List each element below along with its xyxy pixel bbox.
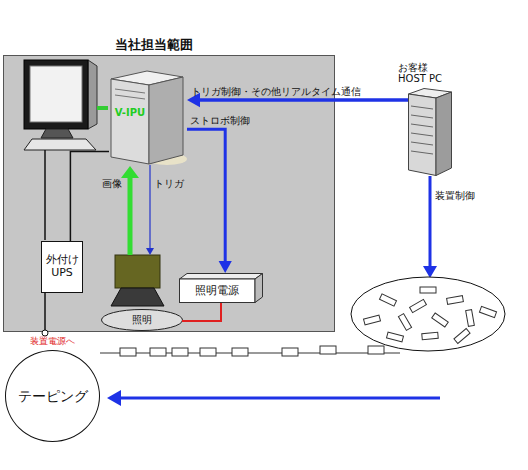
connector — [70, 151, 109, 241]
conveyor-part — [150, 348, 166, 356]
monitor-side — [88, 60, 97, 129]
host-server: お客様 HOST PC — [408, 88, 452, 176]
power-wire — [44, 292, 46, 330]
conveyor-part — [368, 346, 384, 354]
arrowhead — [219, 261, 232, 273]
conveyor-part — [232, 348, 248, 356]
ring-outline — [102, 310, 183, 331]
note-text: 装置電源へ — [30, 337, 75, 347]
chip-part — [432, 313, 449, 327]
power-wire — [44, 150, 46, 240]
monitor-stand — [41, 129, 73, 138]
chip-part — [363, 315, 380, 325]
video-cable — [97, 106, 108, 110]
conveyor-part — [200, 348, 216, 356]
chip-part — [454, 329, 470, 344]
control-arrow — [429, 176, 432, 268]
chip-part — [466, 310, 475, 327]
chip-part — [422, 332, 438, 339]
taping-circle: テーピング — [5, 350, 100, 442]
flow-arrowhead — [107, 390, 121, 406]
server-front — [409, 94, 437, 176]
conveyor-line — [100, 352, 400, 354]
camera-body — [115, 255, 160, 288]
edge-label: トリガ制御・その他リアルタイム通信 — [191, 86, 361, 97]
server-bay — [411, 124, 433, 127]
ring-light: 照明 — [101, 309, 183, 331]
box-side — [255, 274, 263, 303]
drive-bay — [115, 95, 145, 99]
monitor-screen — [30, 66, 82, 122]
chip-part — [379, 294, 396, 306]
connector-line — [197, 98, 408, 102]
conveyor-part — [120, 348, 136, 356]
trigger-arrow — [149, 165, 150, 249]
power-plug — [42, 330, 48, 336]
node-text: 照明 — [101, 309, 183, 331]
chip-part — [420, 287, 436, 293]
node-text: 当社担当範囲 — [4, 36, 304, 54]
signal-name: トリガ — [154, 178, 184, 189]
parts-feeder — [351, 277, 505, 351]
connector-line — [182, 303, 221, 321]
server-bay — [411, 133, 433, 136]
box-front — [180, 279, 256, 303]
drive-bay — [115, 89, 145, 93]
connector — [182, 303, 221, 321]
connector — [187, 129, 232, 273]
image-arrow — [128, 176, 133, 255]
monitor-bezel — [24, 60, 88, 129]
node-text: お客様 HOST PC — [398, 60, 446, 86]
signal-name: 画像 — [102, 178, 122, 189]
conveyor-part — [320, 346, 336, 354]
node-text: 照明電源 — [179, 279, 255, 303]
server-bay — [411, 151, 433, 154]
chip-part — [479, 306, 496, 317]
chip-part — [398, 314, 411, 331]
conveyor-part — [172, 348, 188, 356]
server-bay — [411, 106, 433, 109]
signal-name: 装置制御 — [435, 190, 475, 201]
conveyor-part — [282, 348, 298, 356]
vipu-computer: V-IPU — [109, 69, 187, 166]
server-bay — [411, 142, 433, 145]
trigger-arrowhead — [146, 248, 154, 255]
server-bay — [411, 115, 433, 118]
monitor-base — [24, 139, 96, 150]
server-side — [436, 92, 452, 176]
chip-part — [447, 296, 464, 305]
ups-box: 外付け UPS — [41, 241, 83, 293]
edge-label: ストロボ制御 — [190, 115, 250, 126]
chip-part — [386, 332, 403, 342]
tower-side — [149, 77, 183, 164]
camera-lens — [111, 288, 164, 306]
chip-part — [410, 299, 427, 312]
flow-arrow — [118, 397, 440, 400]
tower-front — [111, 79, 149, 164]
node-text: 外付け UPS — [42, 242, 82, 292]
node-text: テーピング — [6, 351, 99, 441]
node-text: V-IPU — [112, 105, 148, 121]
connector-line — [70, 151, 109, 241]
box-top — [180, 274, 263, 280]
server-shape — [408, 88, 452, 176]
power-supply-box: 照明電源 — [179, 273, 263, 303]
image-arrowhead — [121, 166, 139, 178]
control-arrowhead — [423, 266, 437, 278]
connector-line — [187, 129, 225, 263]
